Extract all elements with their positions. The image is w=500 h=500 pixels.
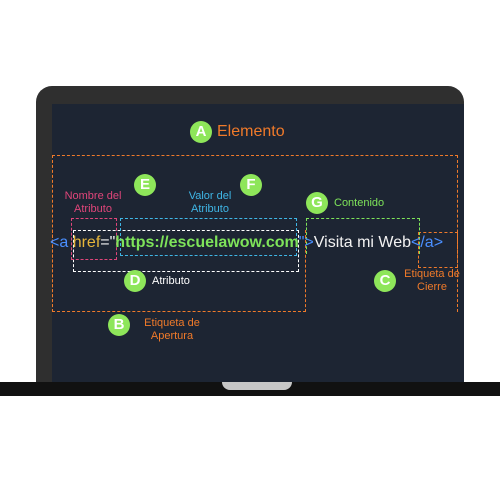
- code-line: <a href="https://escuelawow.com">Visita …: [50, 234, 443, 252]
- label-contenido: Contenido: [334, 197, 385, 209]
- label-nombre-atributo: Nombre del Atributo: [55, 190, 131, 216]
- closing-tag-box: [418, 232, 458, 268]
- label-valor-line1: Valor del: [188, 190, 232, 202]
- label-nombre-line2: Atributo: [74, 203, 112, 215]
- opening-tag-box: [52, 230, 306, 312]
- badge-c: C: [374, 270, 396, 292]
- label-atributo: Atributo: [152, 275, 190, 287]
- closing-tag-text: </a>: [411, 234, 444, 251]
- label-cierre-line2: Cierre: [417, 281, 447, 293]
- label-apertura-line2: Apertura: [150, 330, 194, 342]
- open-bracket: <a: [50, 234, 73, 251]
- badge-f: F: [240, 174, 262, 196]
- badge-e: E: [134, 174, 156, 196]
- badge-d: D: [124, 270, 146, 292]
- attr-name-text: href: [72, 234, 101, 251]
- label-nombre-line1: Nombre del: [64, 190, 122, 202]
- label-etiqueta-cierre: Etiqueta de Cierre: [400, 268, 464, 294]
- label-cierre-line1: Etiqueta de: [404, 268, 460, 280]
- equals-quote: =": [100, 234, 116, 251]
- badge-b: B: [108, 314, 130, 336]
- label-etiqueta-apertura: Etiqueta de Apertura: [132, 317, 212, 343]
- url-text: https://escuelawow.com: [115, 234, 299, 251]
- attribute-name-box: [71, 218, 117, 260]
- attribute-box: [73, 230, 299, 272]
- content-box: [306, 218, 420, 254]
- laptop-notch: [222, 382, 292, 390]
- label-elemento: Elemento: [217, 123, 285, 140]
- label-valor-line2: Atributo: [191, 203, 229, 215]
- content-text: Visita mi Web: [313, 234, 411, 251]
- label-valor-atributo: Valor del Atributo: [172, 190, 248, 216]
- attribute-value-box: [120, 218, 297, 256]
- badge-a: A: [190, 121, 212, 143]
- badge-g: G: [306, 192, 328, 214]
- label-apertura-line1: Etiqueta de: [144, 317, 200, 329]
- quote-close: ">: [298, 234, 314, 251]
